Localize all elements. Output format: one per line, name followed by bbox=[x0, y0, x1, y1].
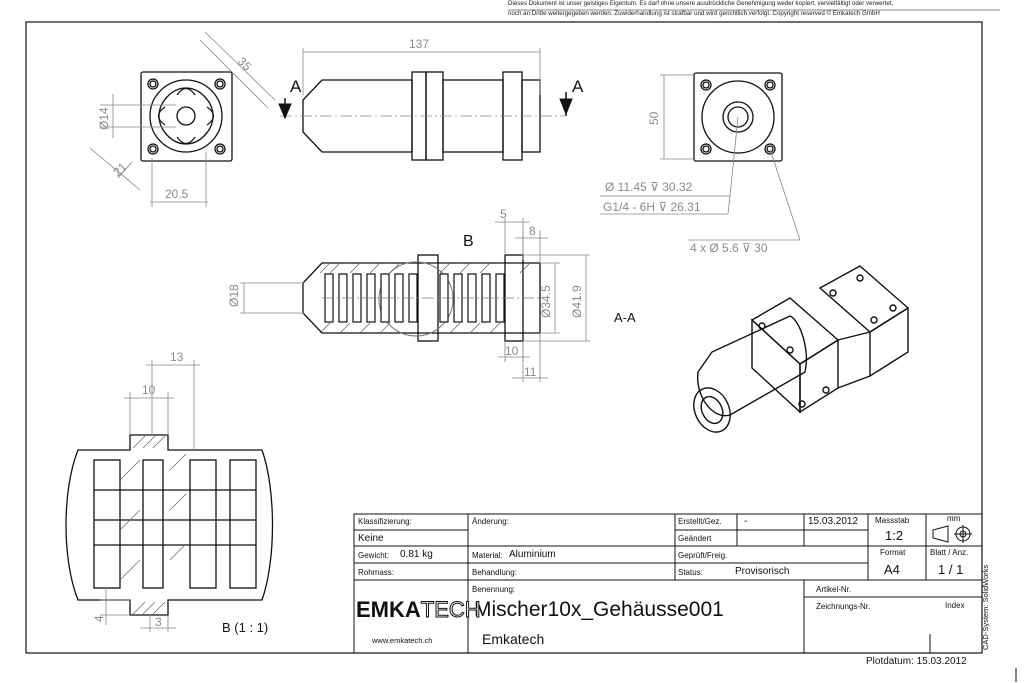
section-label-a-right: A bbox=[572, 77, 584, 96]
dim-dia-41-9: Ø41.9 bbox=[570, 285, 584, 318]
label-benennung: Benennung: bbox=[472, 585, 516, 594]
value-status: Provisorisch bbox=[735, 566, 790, 577]
dim-4: 4 bbox=[92, 615, 106, 622]
section-label-aa: A-A bbox=[614, 310, 636, 325]
dim-21: 21 bbox=[110, 160, 130, 180]
plot-date: Plotdatum: 15.03.2012 bbox=[866, 656, 967, 667]
logo-part-b: TECH bbox=[420, 597, 481, 623]
label-klassifizierung: Klassifizierung: bbox=[358, 517, 412, 526]
dim-dia-14: Ø14 bbox=[97, 107, 111, 130]
label-format: Format bbox=[880, 548, 906, 557]
label-status: Status: bbox=[678, 568, 703, 577]
callout-4-holes: 4 x Ø 5.6 ⊽ 30 bbox=[690, 241, 768, 255]
rear-view-dims bbox=[600, 74, 801, 241]
drawing-title: Mischer10x_Gehäusse001 bbox=[474, 598, 724, 621]
company-logo: EMKATECH bbox=[356, 597, 481, 623]
dim-35: 35 bbox=[235, 54, 255, 74]
front-view-dims bbox=[89, 31, 276, 207]
dim-10-section: 10 bbox=[505, 344, 519, 358]
detail-view-b bbox=[65, 434, 274, 616]
drawing-frame bbox=[25, 21, 983, 654]
section-label-a-left: A bbox=[290, 77, 302, 96]
dim-dia-18: Ø18 bbox=[227, 284, 241, 307]
detail-label-b-scale: B (1 : 1) bbox=[222, 620, 268, 635]
section-marker-a-left bbox=[278, 98, 292, 120]
label-blatt: Blatt / Anz. bbox=[930, 548, 969, 557]
label-behandlung: Behandlung: bbox=[472, 568, 517, 577]
label-aenderung: Änderung: bbox=[472, 517, 509, 526]
section-marker-a-right bbox=[559, 92, 573, 116]
dim-50: 50 bbox=[647, 111, 661, 125]
rear-view bbox=[693, 72, 783, 162]
notice-line-1: Dieses Dokument ist unser geistiges Eige… bbox=[508, 0, 894, 7]
dim-13: 13 bbox=[170, 350, 184, 364]
dim-11: 11 bbox=[524, 365, 537, 379]
label-index: Index bbox=[945, 601, 965, 610]
label-gewicht: Gewicht: bbox=[358, 551, 390, 560]
value-erstellt-date: 15.03.2012 bbox=[808, 516, 859, 527]
mixer-elements-section bbox=[322, 273, 540, 323]
dim-5: 5 bbox=[500, 207, 507, 221]
label-geprueft: Geprüft/Freig. bbox=[678, 551, 728, 560]
value-erstellt: - bbox=[744, 516, 748, 527]
dim-dia-34-5: Ø34.5 bbox=[539, 285, 553, 318]
detail-hatching bbox=[119, 435, 187, 615]
label-mm: mm bbox=[947, 514, 961, 523]
label-artikel: Artikel-Nr. bbox=[816, 585, 852, 594]
drawing-subtitle: Emkatech bbox=[482, 631, 545, 647]
dim-3: 3 bbox=[155, 615, 162, 629]
company-website: www.emkatech.ch bbox=[372, 636, 433, 645]
title-block bbox=[353, 513, 983, 654]
detail-view-dims bbox=[100, 360, 200, 632]
detail-label-b: B bbox=[463, 233, 474, 250]
dim-10-detail: 10 bbox=[142, 383, 156, 397]
label-geaendert: Geändert bbox=[678, 534, 712, 543]
dim-8: 8 bbox=[529, 224, 536, 238]
label-massstab: Massstab bbox=[875, 516, 910, 525]
dim-20-5: 20.5 bbox=[165, 187, 189, 201]
cad-system: CAD-System: SolidWorks bbox=[981, 564, 990, 650]
isometric-view bbox=[693, 265, 910, 433]
label-material: Material: bbox=[472, 551, 503, 560]
value-material: Aluminium bbox=[509, 549, 556, 560]
value-massstab: 1:2 bbox=[885, 528, 904, 543]
callout-hole-diameter: Ø 11.45 ⊽ 30.32 bbox=[605, 180, 693, 194]
dim-137: 137 bbox=[409, 37, 429, 51]
value-gewicht: 0.81 kg bbox=[400, 549, 433, 560]
callout-thread: G1/4 - 6H ⊽ 26.31 bbox=[603, 200, 701, 214]
section-view-dims bbox=[240, 218, 590, 382]
side-view-dims bbox=[280, 48, 565, 117]
projection-symbol bbox=[932, 525, 972, 543]
copyright-notice: Dieses Dokument ist unser geistiges Eige… bbox=[508, 0, 1008, 19]
front-view bbox=[140, 71, 233, 162]
label-zeichnung: Zeichnungs-Nr. bbox=[816, 602, 871, 611]
value-format: A4 bbox=[884, 562, 900, 577]
notice-line-2: noch an Dritte weitergegeben werden. Zuw… bbox=[508, 10, 880, 17]
value-klassifizierung: Keine bbox=[358, 533, 384, 544]
label-rohmass: Rohmass: bbox=[358, 568, 395, 577]
logo-part-a: EMKA bbox=[356, 597, 421, 622]
label-erstellt: Erstellt/Gez. bbox=[678, 517, 722, 526]
value-blatt: 1 / 1 bbox=[938, 562, 964, 577]
section-hatching bbox=[319, 262, 531, 334]
